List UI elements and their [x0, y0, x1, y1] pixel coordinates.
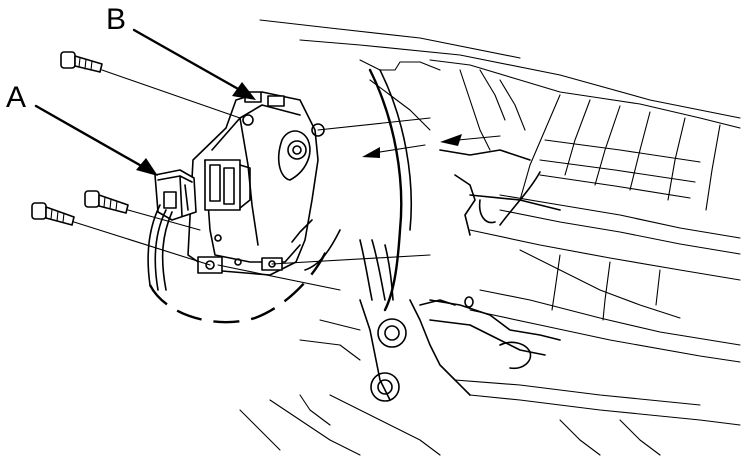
callout-label-a: A [6, 81, 27, 114]
leader-arrow-b [132, 28, 256, 100]
heater-unit-housing [259, 19, 741, 363]
screw-icon [60, 51, 103, 73]
lower-bracket [239, 296, 741, 456]
wire-harness [304, 68, 413, 312]
alignment-lines [73, 69, 431, 291]
wire-routing-path [148, 241, 332, 324]
connector-a [147, 169, 197, 291]
actuator-b [187, 91, 325, 276]
screw-icon [31, 202, 75, 226]
callout-label-b: B [106, 3, 127, 36]
leader-arrow-a [34, 104, 158, 176]
screw-icon [84, 190, 129, 214]
